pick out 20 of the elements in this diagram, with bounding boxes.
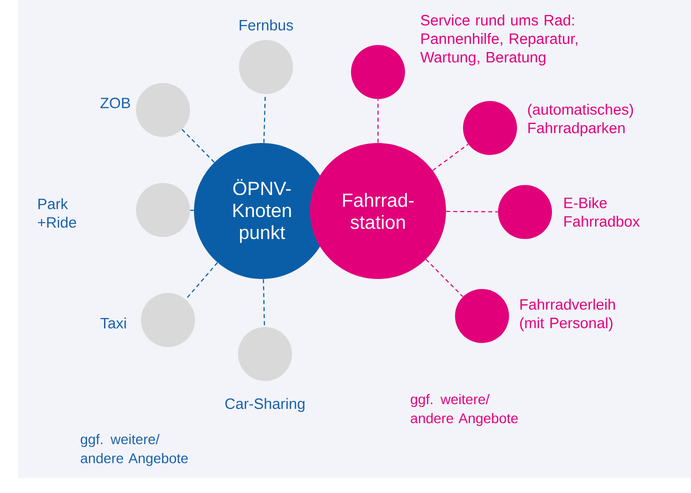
connector-line (377, 99, 379, 143)
offer-label: Fernbus (240, 20, 293, 30)
note-text: ggf. weitere/ andere Angebote (80, 434, 188, 466)
offer-label: Park +Ride (38, 198, 76, 228)
offer-label: E-Bike Fahrradbox (564, 197, 640, 227)
connector-line (185, 262, 218, 300)
connector-line (446, 210, 498, 212)
offer-label: Fahrradverleih (mit Personal) (520, 298, 615, 332)
offer-label: Service rund ums Rad: Pannenhilfe, Reparatur, Wartung, Beratung (420, 14, 578, 66)
offer-label: Taxi (100, 318, 126, 328)
connector-line (190, 210, 194, 211)
connector-line (182, 129, 215, 163)
note-text: ggf. weitere/ andere Angebote (410, 394, 518, 426)
offer-label: (automatisches) Fahrradparken (528, 104, 633, 136)
connector-line (262, 279, 265, 327)
offer-label: ZOB (100, 98, 130, 108)
connector-line (426, 259, 464, 298)
offer-label: Car-Sharing (225, 398, 304, 412)
connector-line (263, 94, 266, 143)
connector-line (432, 144, 468, 171)
